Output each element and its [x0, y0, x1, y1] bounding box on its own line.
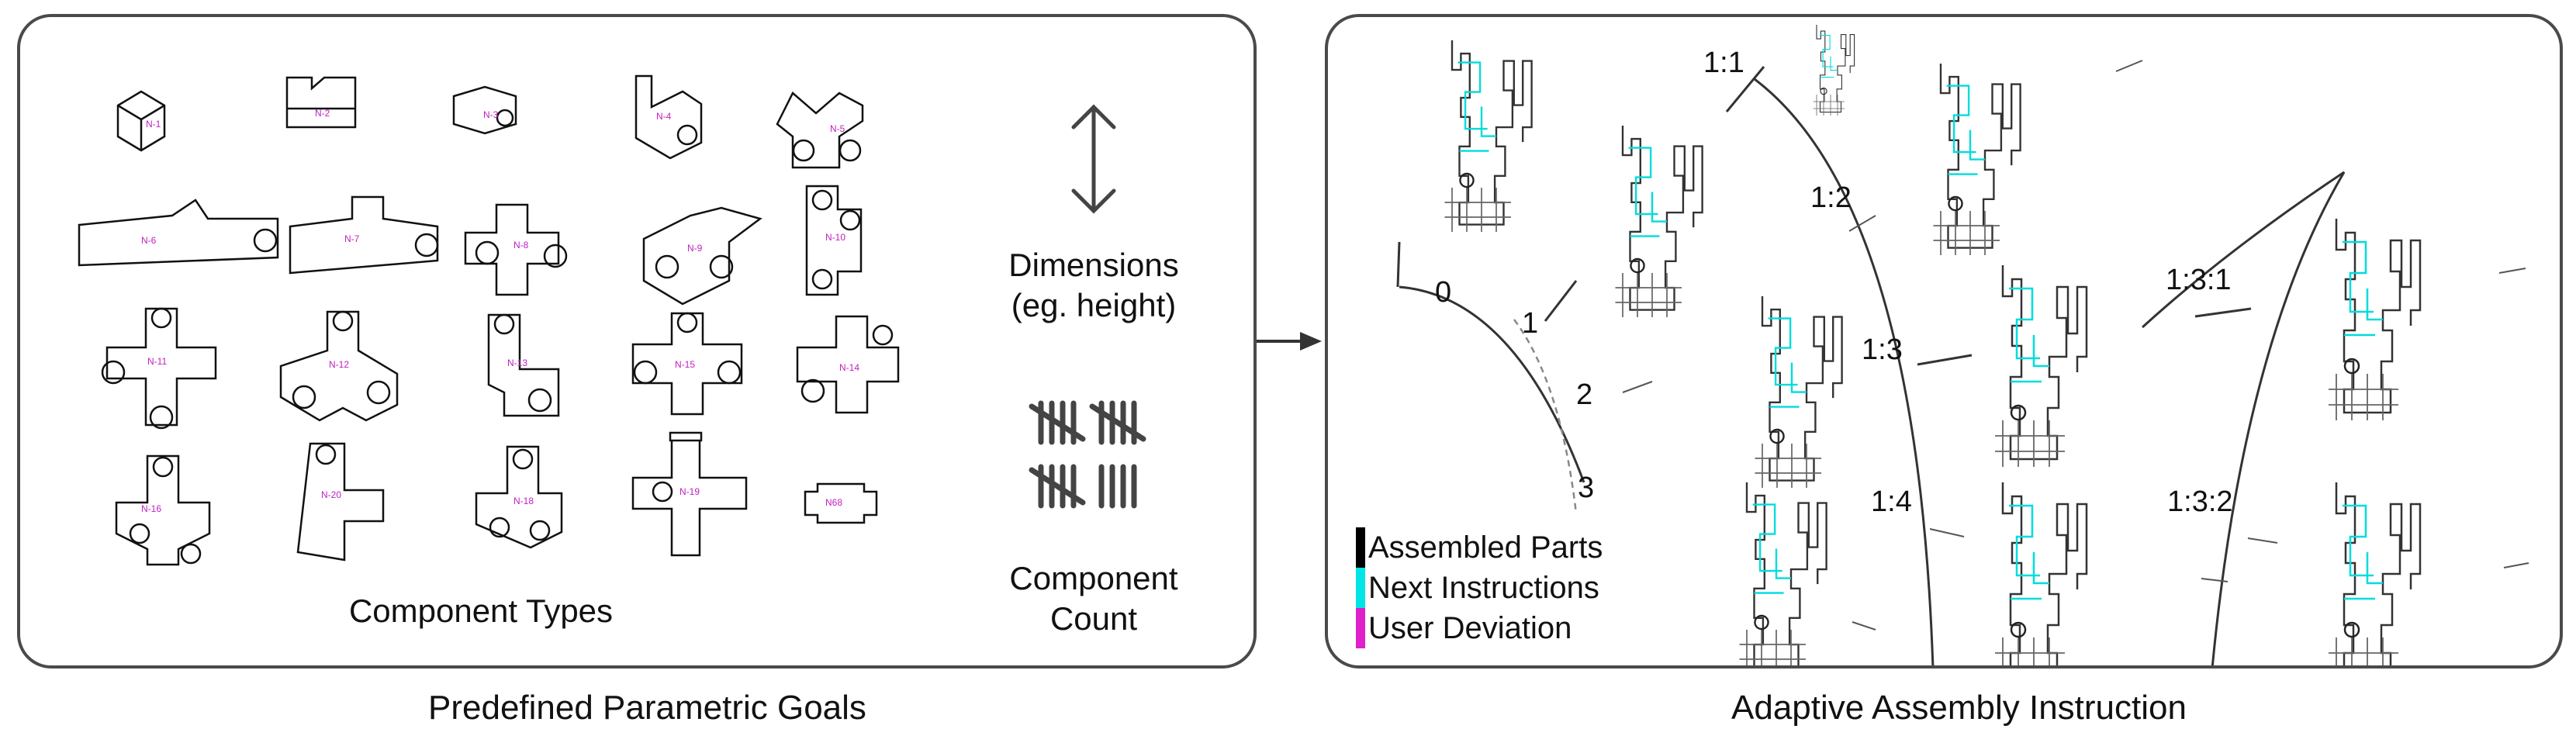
- svg-text:N-15: N-15: [675, 359, 695, 370]
- flow-arrow-icon: [1257, 332, 1322, 351]
- component-types-label: Component Types: [348, 593, 614, 629]
- legend-swatch-cyan: [1356, 568, 1365, 608]
- svg-text:N-2: N-2: [315, 108, 330, 119]
- svg-text:N-14: N-14: [839, 362, 859, 373]
- legend-next-instructions: Next Instructions: [1356, 568, 1599, 608]
- svg-text:N-9: N-9: [687, 243, 703, 254]
- tick-label-1-3-2: 1:3:2: [2167, 485, 2233, 518]
- tick-label-3: 3: [1578, 472, 1595, 504]
- tick-label-1-1: 1:1: [1703, 47, 1744, 79]
- svg-text:N-5: N-5: [830, 123, 845, 134]
- assembly-tree-graphics: [1396, 24, 2529, 665]
- svg-text:N-20: N-20: [321, 489, 341, 500]
- tally-count-icon: [1029, 400, 1146, 509]
- dimensions-arrow-icon: [1071, 104, 1116, 214]
- svg-text:N-12: N-12: [329, 359, 349, 370]
- svg-text:N-7: N-7: [344, 233, 360, 244]
- tick-label-1-3-1: 1:3:1: [2166, 264, 2232, 296]
- tick-label-1-3: 1:3: [1862, 333, 1903, 366]
- svg-text:N-11: N-11: [147, 356, 167, 367]
- assembly-instruction-panel: [1325, 14, 2563, 669]
- left-panel-caption: Predefined Parametric Goals: [428, 689, 866, 727]
- tick-label-0: 0: [1435, 276, 1452, 309]
- svg-text:N-10: N-10: [825, 232, 845, 243]
- dimensions-label-line2: (eg. height): [1011, 287, 1177, 323]
- component-grid: N-1 N-2 N-3 N-4 N-5 N-6 N-7 N-8 N-9 N-10…: [78, 74, 900, 566]
- legend-assembled-parts: Assembled Parts: [1356, 527, 1603, 568]
- arc-level-1-dashed: [1513, 319, 1578, 514]
- arc-level-0: [1399, 285, 1585, 483]
- component-label-n1: N-1: [146, 119, 161, 130]
- svg-text:N-6: N-6: [141, 235, 157, 246]
- legend-swatch-magenta: [1356, 608, 1365, 648]
- tick-label-2: 2: [1576, 378, 1593, 411]
- svg-text:N-8: N-8: [513, 240, 529, 250]
- svg-text:N-18: N-18: [513, 496, 534, 506]
- legend-label: Next Instructions: [1368, 570, 1599, 605]
- svg-text:N-4: N-4: [656, 111, 672, 122]
- tick-label-1-2: 1:2: [1810, 181, 1852, 214]
- component-count-line2: Count: [1049, 600, 1138, 637]
- svg-text:N-16: N-16: [141, 503, 161, 514]
- svg-text:N68: N68: [825, 497, 842, 508]
- legend-user-deviation: User Deviation: [1356, 608, 1572, 648]
- dimensions-label-line1: Dimensions: [1008, 247, 1179, 283]
- tick-label-1-4: 1:4: [1871, 485, 1912, 518]
- legend-swatch-black: [1356, 527, 1365, 568]
- right-panel-caption: Adaptive Assembly Instruction: [1731, 689, 2187, 727]
- svg-text:N-19: N-19: [679, 486, 700, 497]
- arc-level-1: [1754, 78, 1935, 665]
- tick-label-1: 1: [1522, 307, 1539, 340]
- component-count-line1: Component: [1009, 560, 1178, 596]
- svg-text:N-3: N-3: [483, 109, 499, 120]
- svg-text:N-13: N-13: [507, 358, 527, 368]
- legend-label: Assembled Parts: [1368, 530, 1603, 565]
- arc-level-2: [2141, 171, 2346, 665]
- legend-label: User Deviation: [1368, 610, 1572, 645]
